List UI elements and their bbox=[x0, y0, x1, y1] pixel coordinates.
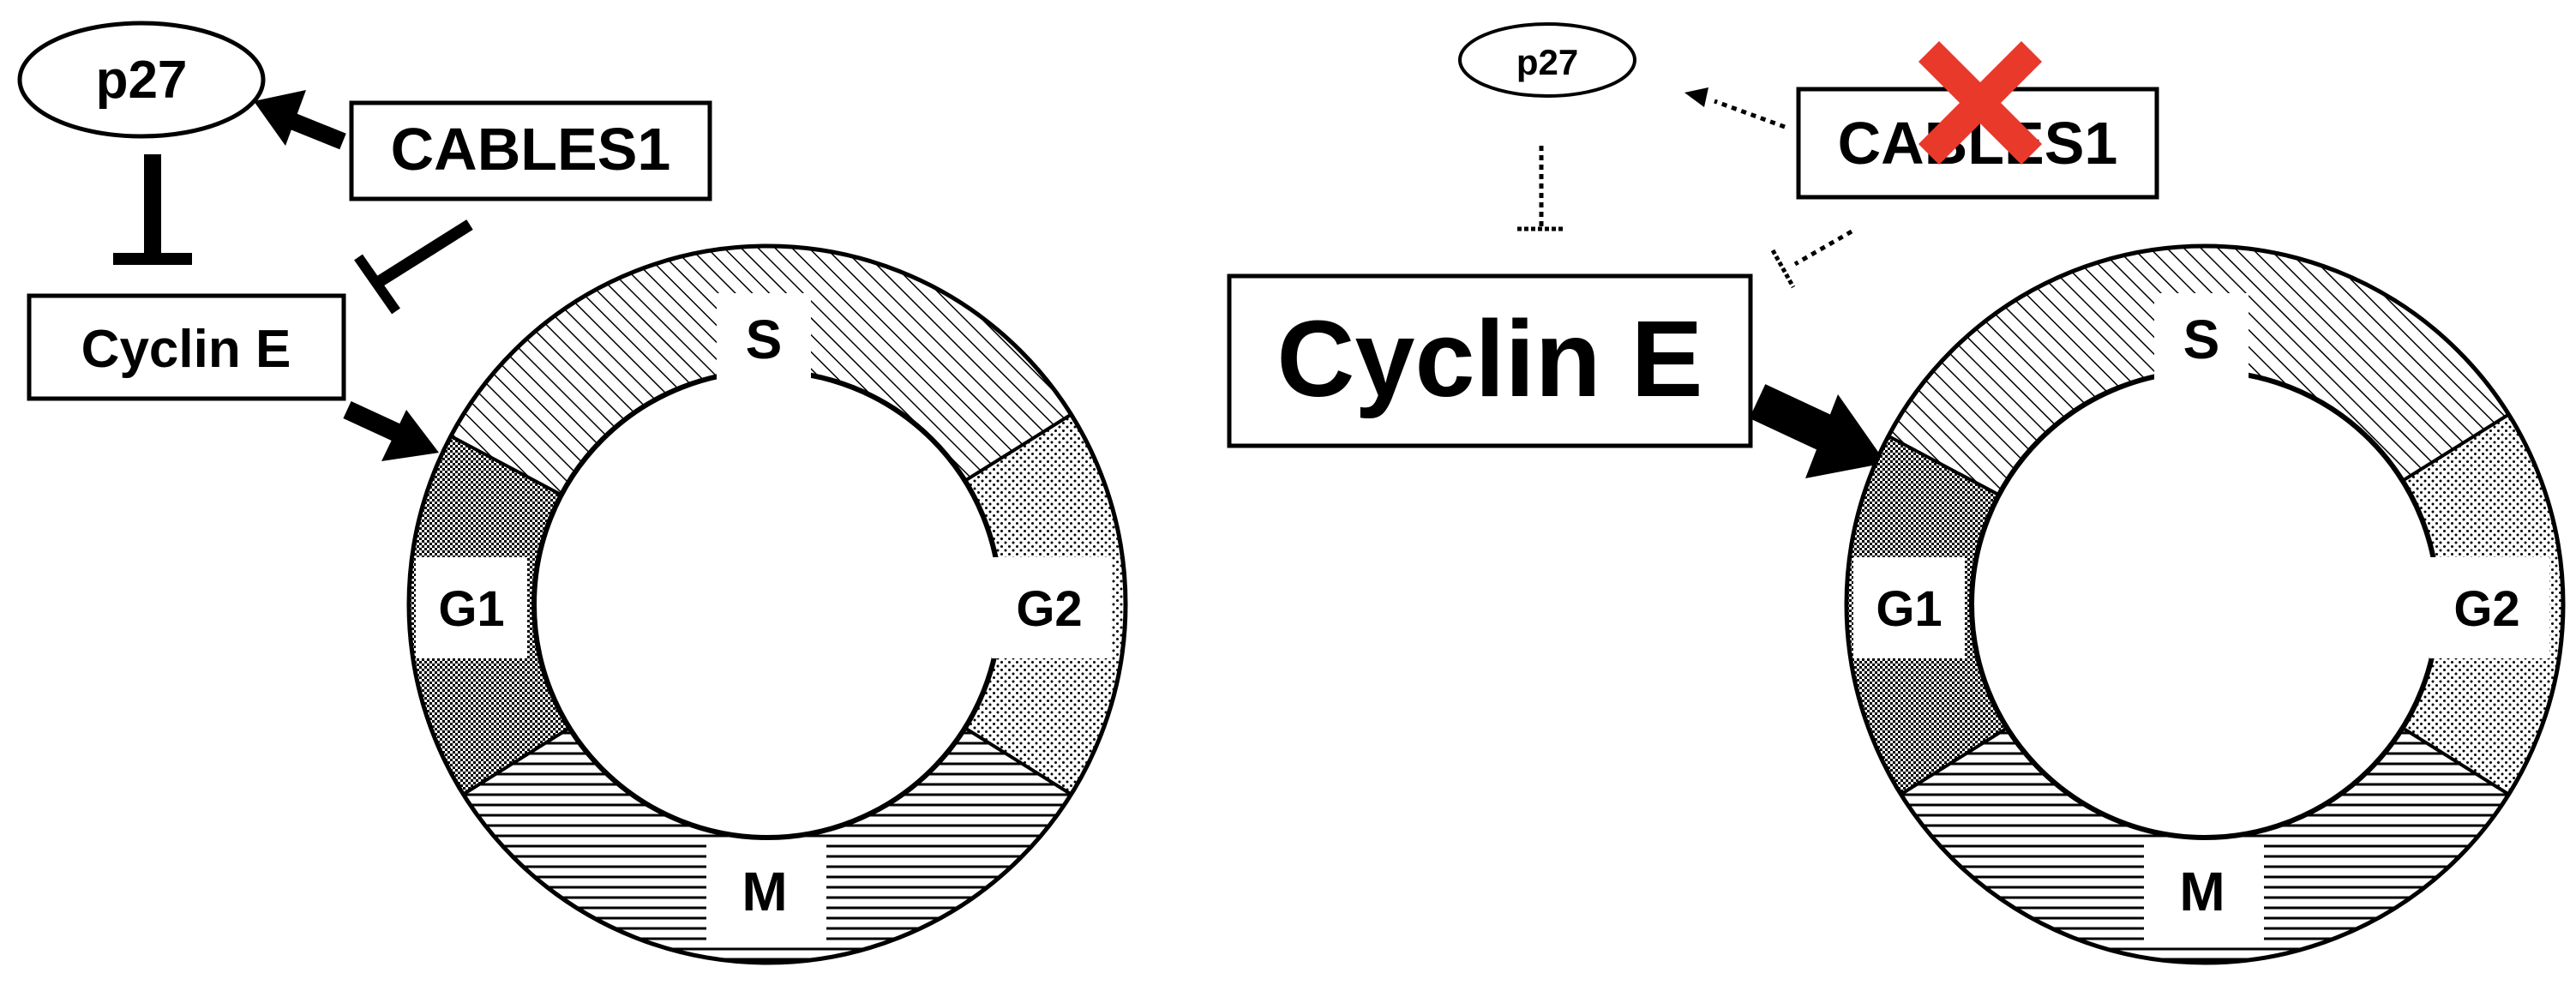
left-cyclin-e-label: Cyclin E bbox=[81, 320, 291, 379]
left-g1-label: G1 bbox=[438, 581, 504, 637]
right-p27-label: p27 bbox=[1516, 42, 1578, 82]
left-cables1-to-p27-arrow bbox=[254, 90, 346, 150]
left-s-label-box bbox=[717, 293, 811, 392]
right-cables1-to-p27-dotted-arrow bbox=[1684, 87, 1786, 129]
right-cyclin-e-node: Cyclin E bbox=[1227, 273, 1753, 448]
left-cell-cycle-ring: S G1 G2 M bbox=[406, 243, 1128, 965]
right-ring-inner-edge bbox=[1969, 369, 2441, 840]
left-ring-inner-edge bbox=[531, 369, 1003, 840]
left-phase-dividers bbox=[449, 412, 1072, 796]
phase-divider-line bbox=[1900, 726, 2009, 796]
left-g2-label-box bbox=[992, 557, 1112, 658]
left-m-label: M bbox=[742, 861, 787, 922]
phase-divider-line bbox=[964, 412, 1072, 483]
phase-divider-line bbox=[462, 726, 571, 796]
left-g2-label: G2 bbox=[1016, 581, 1082, 637]
left-p27-label: p27 bbox=[96, 51, 188, 110]
left-m-label-box bbox=[706, 840, 826, 943]
right-ring-outer-edge bbox=[1844, 243, 2566, 965]
left-cables1-node: CABLES1 bbox=[349, 100, 712, 201]
left-cables1-label: CABLES1 bbox=[391, 116, 671, 183]
right-cables1-inhibits-cyclin-e-dotted bbox=[1770, 229, 1853, 289]
left-s-label: S bbox=[746, 309, 783, 370]
phase-divider-line bbox=[1887, 434, 2000, 497]
right-s-label: S bbox=[2183, 309, 2220, 370]
left-ring-outer-edge bbox=[406, 243, 1128, 965]
right-m-label: M bbox=[2179, 861, 2225, 922]
right-cell-cycle-ring: S G1 G2 M bbox=[1844, 243, 2566, 965]
left-cyclin-e-to-cycle-arrow bbox=[343, 401, 439, 461]
right-g2-label-box bbox=[2429, 557, 2549, 658]
right-g1-label-box bbox=[1853, 557, 1965, 658]
phase-divider-line bbox=[2401, 412, 2510, 483]
left-panel: p27 CABLES1 Cyclin E bbox=[17, 21, 1128, 965]
phase-divider-line bbox=[449, 434, 562, 497]
right-p27-inhibits-cyclin-e-dotted bbox=[1517, 146, 1565, 231]
left-p27-inhibits-cyclin-e bbox=[113, 154, 192, 265]
right-s-label-box bbox=[2154, 293, 2249, 392]
right-g2-label: G2 bbox=[2453, 581, 2519, 637]
left-cables1-inhibits-cyclin-e bbox=[354, 219, 473, 315]
phase-divider-line bbox=[2401, 726, 2510, 796]
right-g1-label: G1 bbox=[1876, 581, 1942, 637]
right-cyclin-e-to-cycle-arrow bbox=[1749, 384, 1886, 478]
right-panel: p27 CABLES1 Cyclin E bbox=[1227, 22, 2566, 965]
left-p27-node: p27 bbox=[17, 21, 266, 139]
right-p27-node: p27 bbox=[1458, 22, 1636, 98]
cross-icon bbox=[1918, 40, 2043, 165]
left-g1-label-box bbox=[416, 557, 527, 658]
right-cyclin-e-label: Cyclin E bbox=[1276, 298, 1702, 419]
right-m-label-box bbox=[2144, 840, 2264, 943]
right-phase-dividers bbox=[1887, 412, 2510, 796]
phase-divider-line bbox=[964, 726, 1072, 796]
left-cyclin-e-node: Cyclin E bbox=[27, 293, 346, 401]
